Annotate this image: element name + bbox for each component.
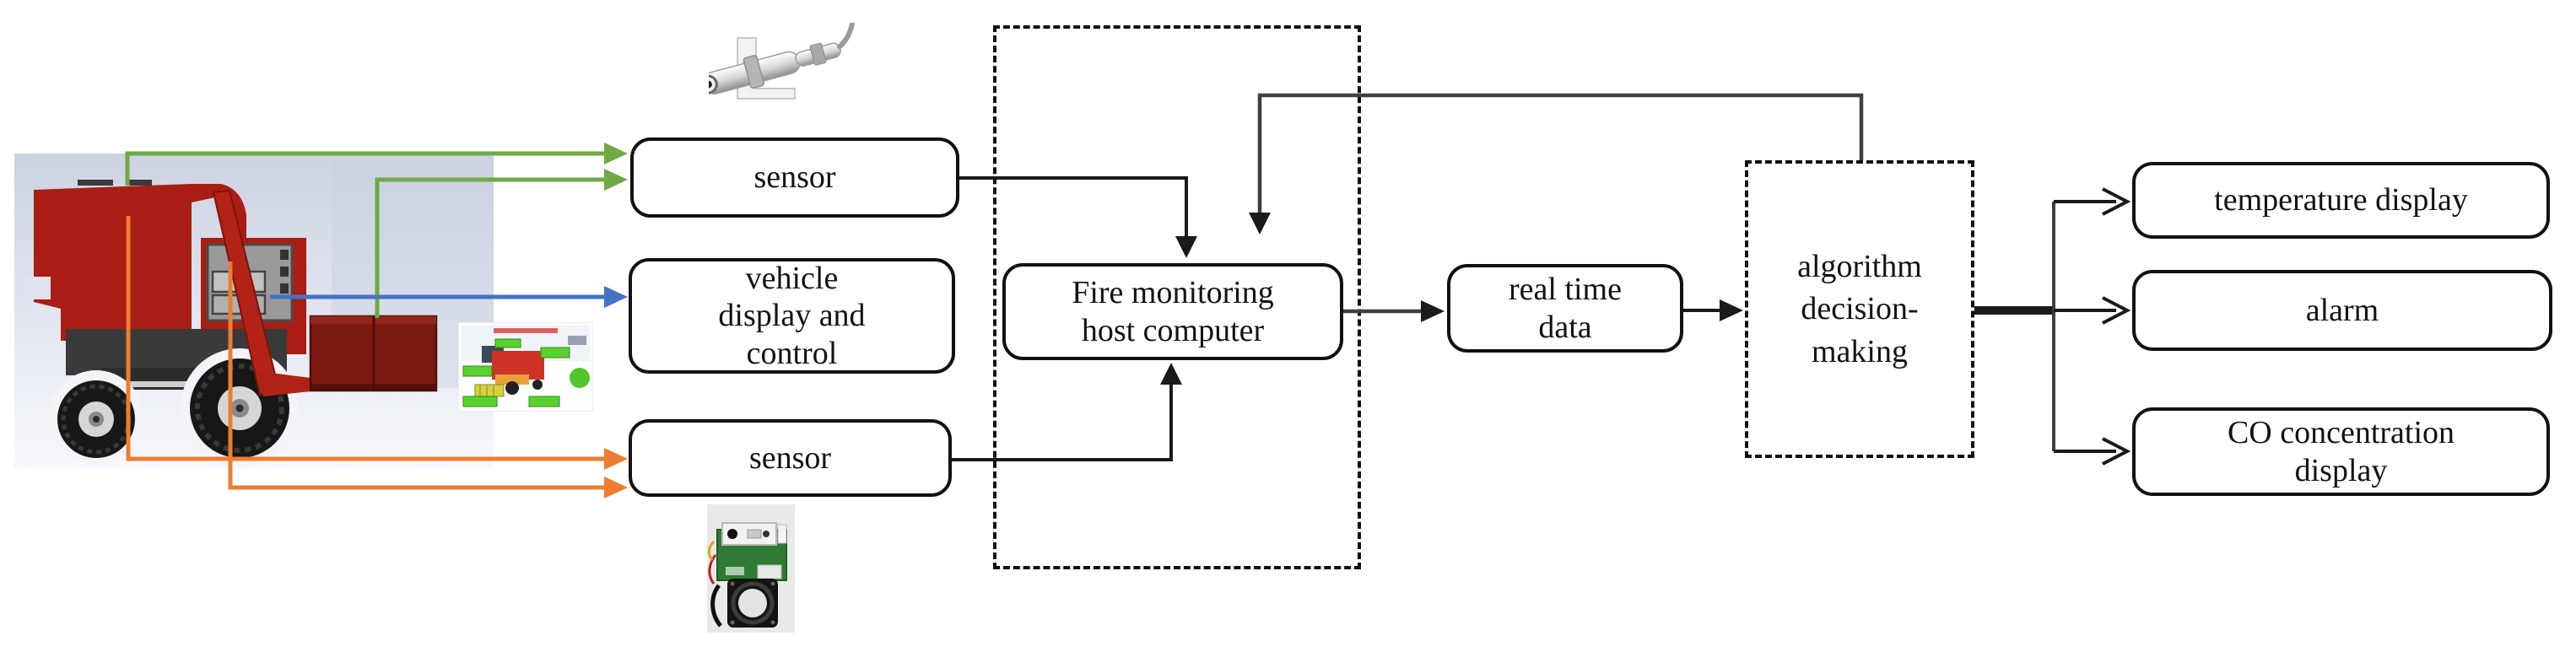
node-co-concentration-display-label: CO concentration display — [2227, 415, 2455, 488]
sensor-pcb — [716, 522, 787, 581]
harvester-monitor-photo — [458, 322, 593, 412]
module-wire-yellow — [707, 540, 716, 561]
node-fire-monitoring-host-label: Fire monitoring host computer — [1072, 275, 1274, 348]
node-real-time-data: real time data — [1447, 264, 1683, 353]
branch-temperature-chevron — [2102, 187, 2131, 216]
node-sensor-top-label: sensor — [753, 159, 836, 196]
ir-temperature-probe-photo — [709, 23, 856, 100]
node-vehicle-display-control-label: vehicle display and control — [718, 261, 866, 371]
node-alarm-label: alarm — [2305, 292, 2379, 328]
branch-alarm-chevron — [2102, 296, 2131, 325]
node-real-time-data-label: real time data — [1509, 272, 1622, 345]
node-sensor-bottom-label: sensor — [748, 439, 832, 476]
cooling-fan — [727, 579, 778, 628]
host-to-realtime-arrowhead — [1421, 300, 1445, 322]
node-temperature-display: temperature display — [2132, 162, 2550, 239]
node-vehicle-display-control: vehicle display and control — [629, 258, 955, 374]
node-fire-monitoring-host: Fire monitoring host computer — [1002, 263, 1343, 360]
cab-vent — [280, 283, 289, 294]
module-wire-black — [710, 584, 723, 628]
node-temperature-display-label: temperature display — [2214, 182, 2468, 218]
node-co-concentration-display: CO concentration display — [2132, 407, 2550, 496]
node-sensor-bottom: sensor — [629, 419, 952, 497]
roof-detail — [78, 180, 113, 186]
cab-vent — [280, 250, 289, 260]
algorithm-decision-making-label: algorithm decision- making — [1797, 249, 1922, 369]
roof-detail — [127, 180, 152, 186]
implement-box — [309, 315, 438, 392]
algorithm-decision-making-box: algorithm decision- making — [1745, 160, 1974, 458]
branch-co-chevron — [2102, 437, 2131, 466]
host-computer-dashed-group — [993, 25, 1361, 569]
node-sensor-top: sensor — [630, 137, 959, 218]
screen-title-text — [494, 328, 558, 333]
co-sensor-fan-module-photo — [707, 504, 795, 633]
body-notch — [24, 277, 51, 299]
probe-body — [709, 23, 856, 95]
module-wire-red — [708, 554, 717, 585]
rear-wheel — [57, 380, 135, 458]
node-alarm: alarm — [2132, 270, 2552, 351]
screen-button — [568, 336, 586, 345]
cab-vent — [280, 267, 289, 277]
realtime-to-algorithm-arrowhead — [1720, 299, 1743, 321]
